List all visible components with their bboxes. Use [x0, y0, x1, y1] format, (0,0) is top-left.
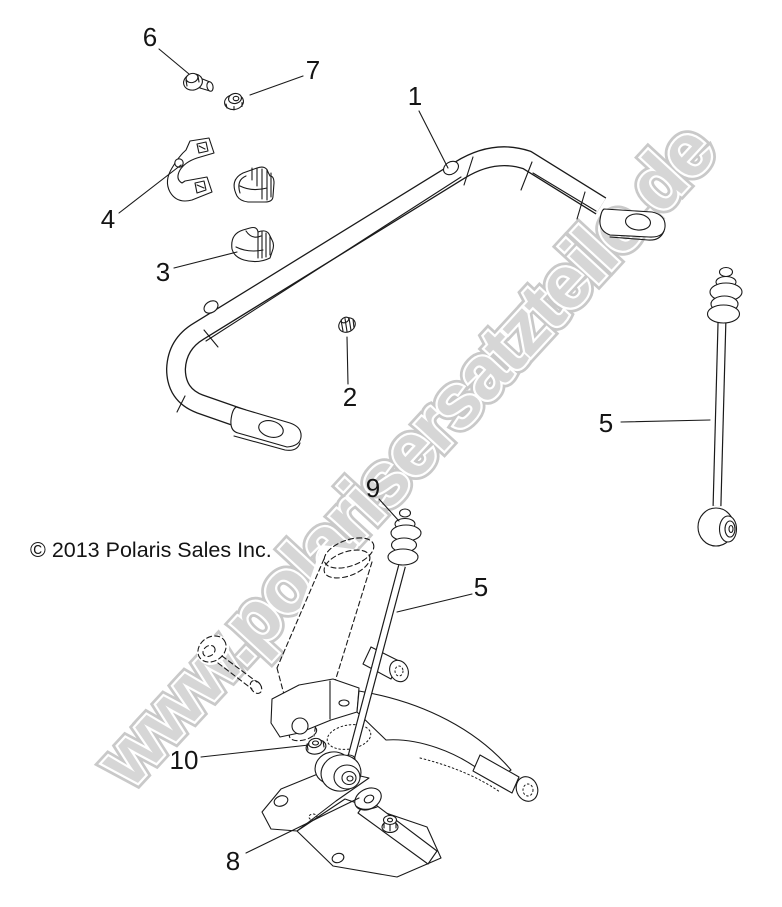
bar-tab-lower: [203, 300, 219, 314]
callout-9: 9: [366, 473, 400, 522]
link-bushing-stack: [387, 508, 422, 566]
stabilizer-link-right: [697, 266, 743, 547]
bar-flange-left-hole: [258, 420, 284, 438]
bushing-half-lower: [231, 226, 275, 263]
arm-flange-nut: [305, 737, 327, 755]
bar-flange-right-hole: [624, 213, 652, 231]
callout-3-label: 3: [156, 257, 170, 287]
bushing-half-upper: [233, 166, 275, 203]
washer: [354, 787, 382, 811]
callout-6: 6: [143, 22, 190, 75]
lock-nut-small: [381, 814, 399, 834]
callout-10: 10: [170, 744, 310, 775]
callout-5-lower-label: 5: [474, 572, 488, 602]
callout-7: 7: [249, 55, 320, 96]
callout-8-label: 8: [226, 846, 240, 876]
grease-fitting: [338, 316, 356, 333]
callout-2: 2: [343, 336, 357, 412]
callouts: 1 2 3 4 5 5 6 7: [101, 22, 711, 876]
callout-4: 4: [101, 164, 182, 234]
callout-2-label: 2: [343, 382, 357, 412]
copyright-text: © 2013 Polaris Sales Inc.: [30, 538, 272, 562]
mount-bolt-ref: [196, 634, 263, 694]
callout-7-label: 7: [306, 55, 320, 85]
callout-9-label: 9: [366, 473, 380, 503]
link-pivot-bushing: [314, 751, 362, 792]
callout-8: 8: [226, 797, 360, 876]
callout-1-label: 1: [408, 81, 422, 111]
bar-tab-upper: [442, 160, 460, 176]
callout-10-label: 10: [170, 745, 199, 775]
callout-5-right-label: 5: [599, 408, 613, 438]
callout-5-right: 5: [599, 408, 711, 438]
stabilizer-bar: [166, 146, 666, 451]
callout-5-lower: 5: [396, 572, 488, 613]
callout-6-label: 6: [143, 22, 157, 52]
callout-4-label: 4: [101, 204, 115, 234]
flange-nut: [224, 92, 244, 111]
stabilizer-link-lower: [314, 508, 422, 792]
callout-1: 1: [408, 81, 449, 169]
clamp-bolt: [183, 72, 214, 92]
callout-3: 3: [156, 251, 238, 287]
